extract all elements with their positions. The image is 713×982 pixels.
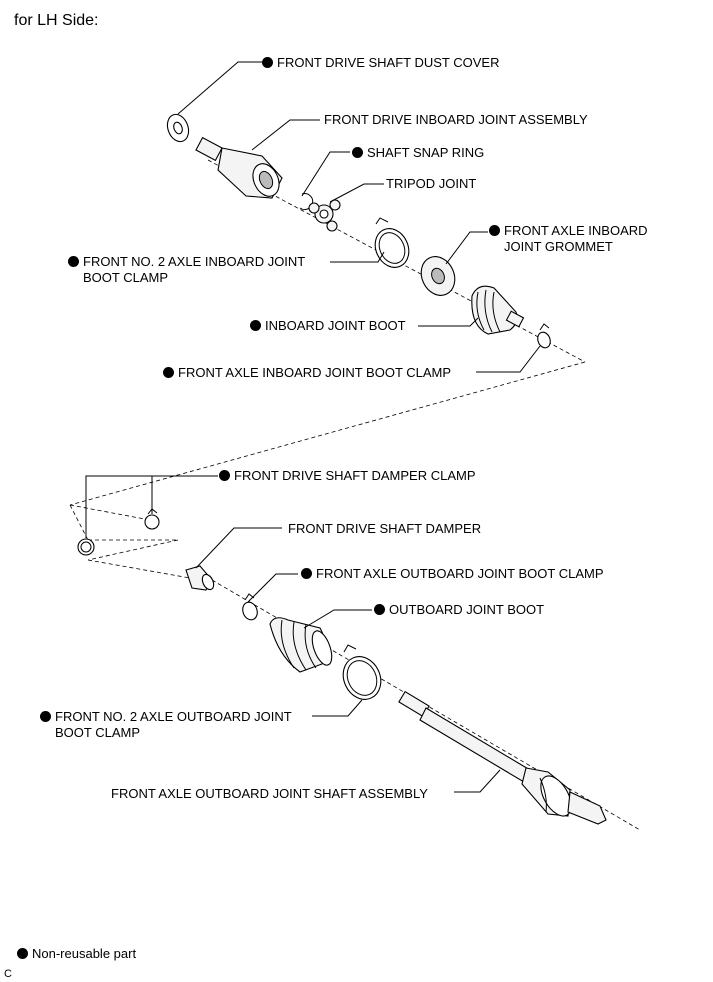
label-tripod-joint: TRIPOD JOINT: [386, 176, 477, 191]
label-damper-clamp: FRONT DRIVE SHAFT DAMPER CLAMP: [219, 468, 476, 484]
non-reusable-dot-icon: [489, 225, 500, 236]
non-reusable-dot-icon: [262, 57, 273, 68]
outboard-boot-clamp-part: [242, 593, 258, 621]
label-dust-cover: FRONT DRIVE SHAFT DUST COVER: [262, 55, 499, 71]
label-outboard-boot: OUTBOARD JOINT BOOT: [374, 602, 544, 618]
label-inboard-boot-clamp: FRONT AXLE INBOARD JOINT BOOT CLAMP: [163, 365, 451, 381]
label-shaft-snap-ring: SHAFT SNAP RING: [352, 145, 484, 161]
non-reusable-dot-icon: [352, 147, 363, 158]
tripod-joint-part: [308, 199, 341, 232]
non-reusable-dot-icon: [40, 711, 51, 722]
outboard-shaft-assembly-part: [398, 690, 607, 825]
label-inboard-joint-assembly: FRONT DRIVE INBOARD JOINT ASSEMBLY: [324, 112, 588, 127]
figure-code: C: [4, 968, 12, 980]
inboard-grommet-part: [420, 256, 456, 296]
damper-clamp-left-part: [77, 538, 95, 556]
non-reusable-dot-icon: [68, 256, 79, 267]
label-outboard-shaft-assembly: FRONT AXLE OUTBOARD JOINT SHAFT ASSEMBLY: [111, 786, 428, 801]
page-title: for LH Side:: [14, 12, 99, 29]
label-outboard-boot-clamp: FRONT AXLE OUTBOARD JOINT BOOT CLAMP: [301, 566, 604, 582]
non-reusable-dot-icon: [374, 604, 385, 615]
no2-inboard-boot-clamp-part: [374, 217, 410, 268]
damper-part: [185, 565, 215, 591]
inboard-boot-clamp-part: [537, 323, 551, 349]
label-damper: FRONT DRIVE SHAFT DAMPER: [288, 521, 482, 536]
label-inboard-boot: INBOARD JOINT BOOT: [250, 318, 406, 334]
non-reusable-dot-icon: [301, 568, 312, 579]
dust-cover-part: [166, 113, 190, 143]
non-reusable-dot-icon: [219, 470, 230, 481]
no2-outboard-boot-clamp-part: [342, 644, 382, 700]
non-reusable-dot-icon: [17, 948, 28, 959]
outboard-boot-part: [269, 617, 333, 673]
non-reusable-dot-icon: [250, 320, 261, 331]
inboard-boot-part: [471, 285, 525, 335]
inboard-joint-assembly-part: [195, 136, 283, 199]
legend: Non-reusable part: [17, 946, 136, 961]
non-reusable-dot-icon: [163, 367, 174, 378]
